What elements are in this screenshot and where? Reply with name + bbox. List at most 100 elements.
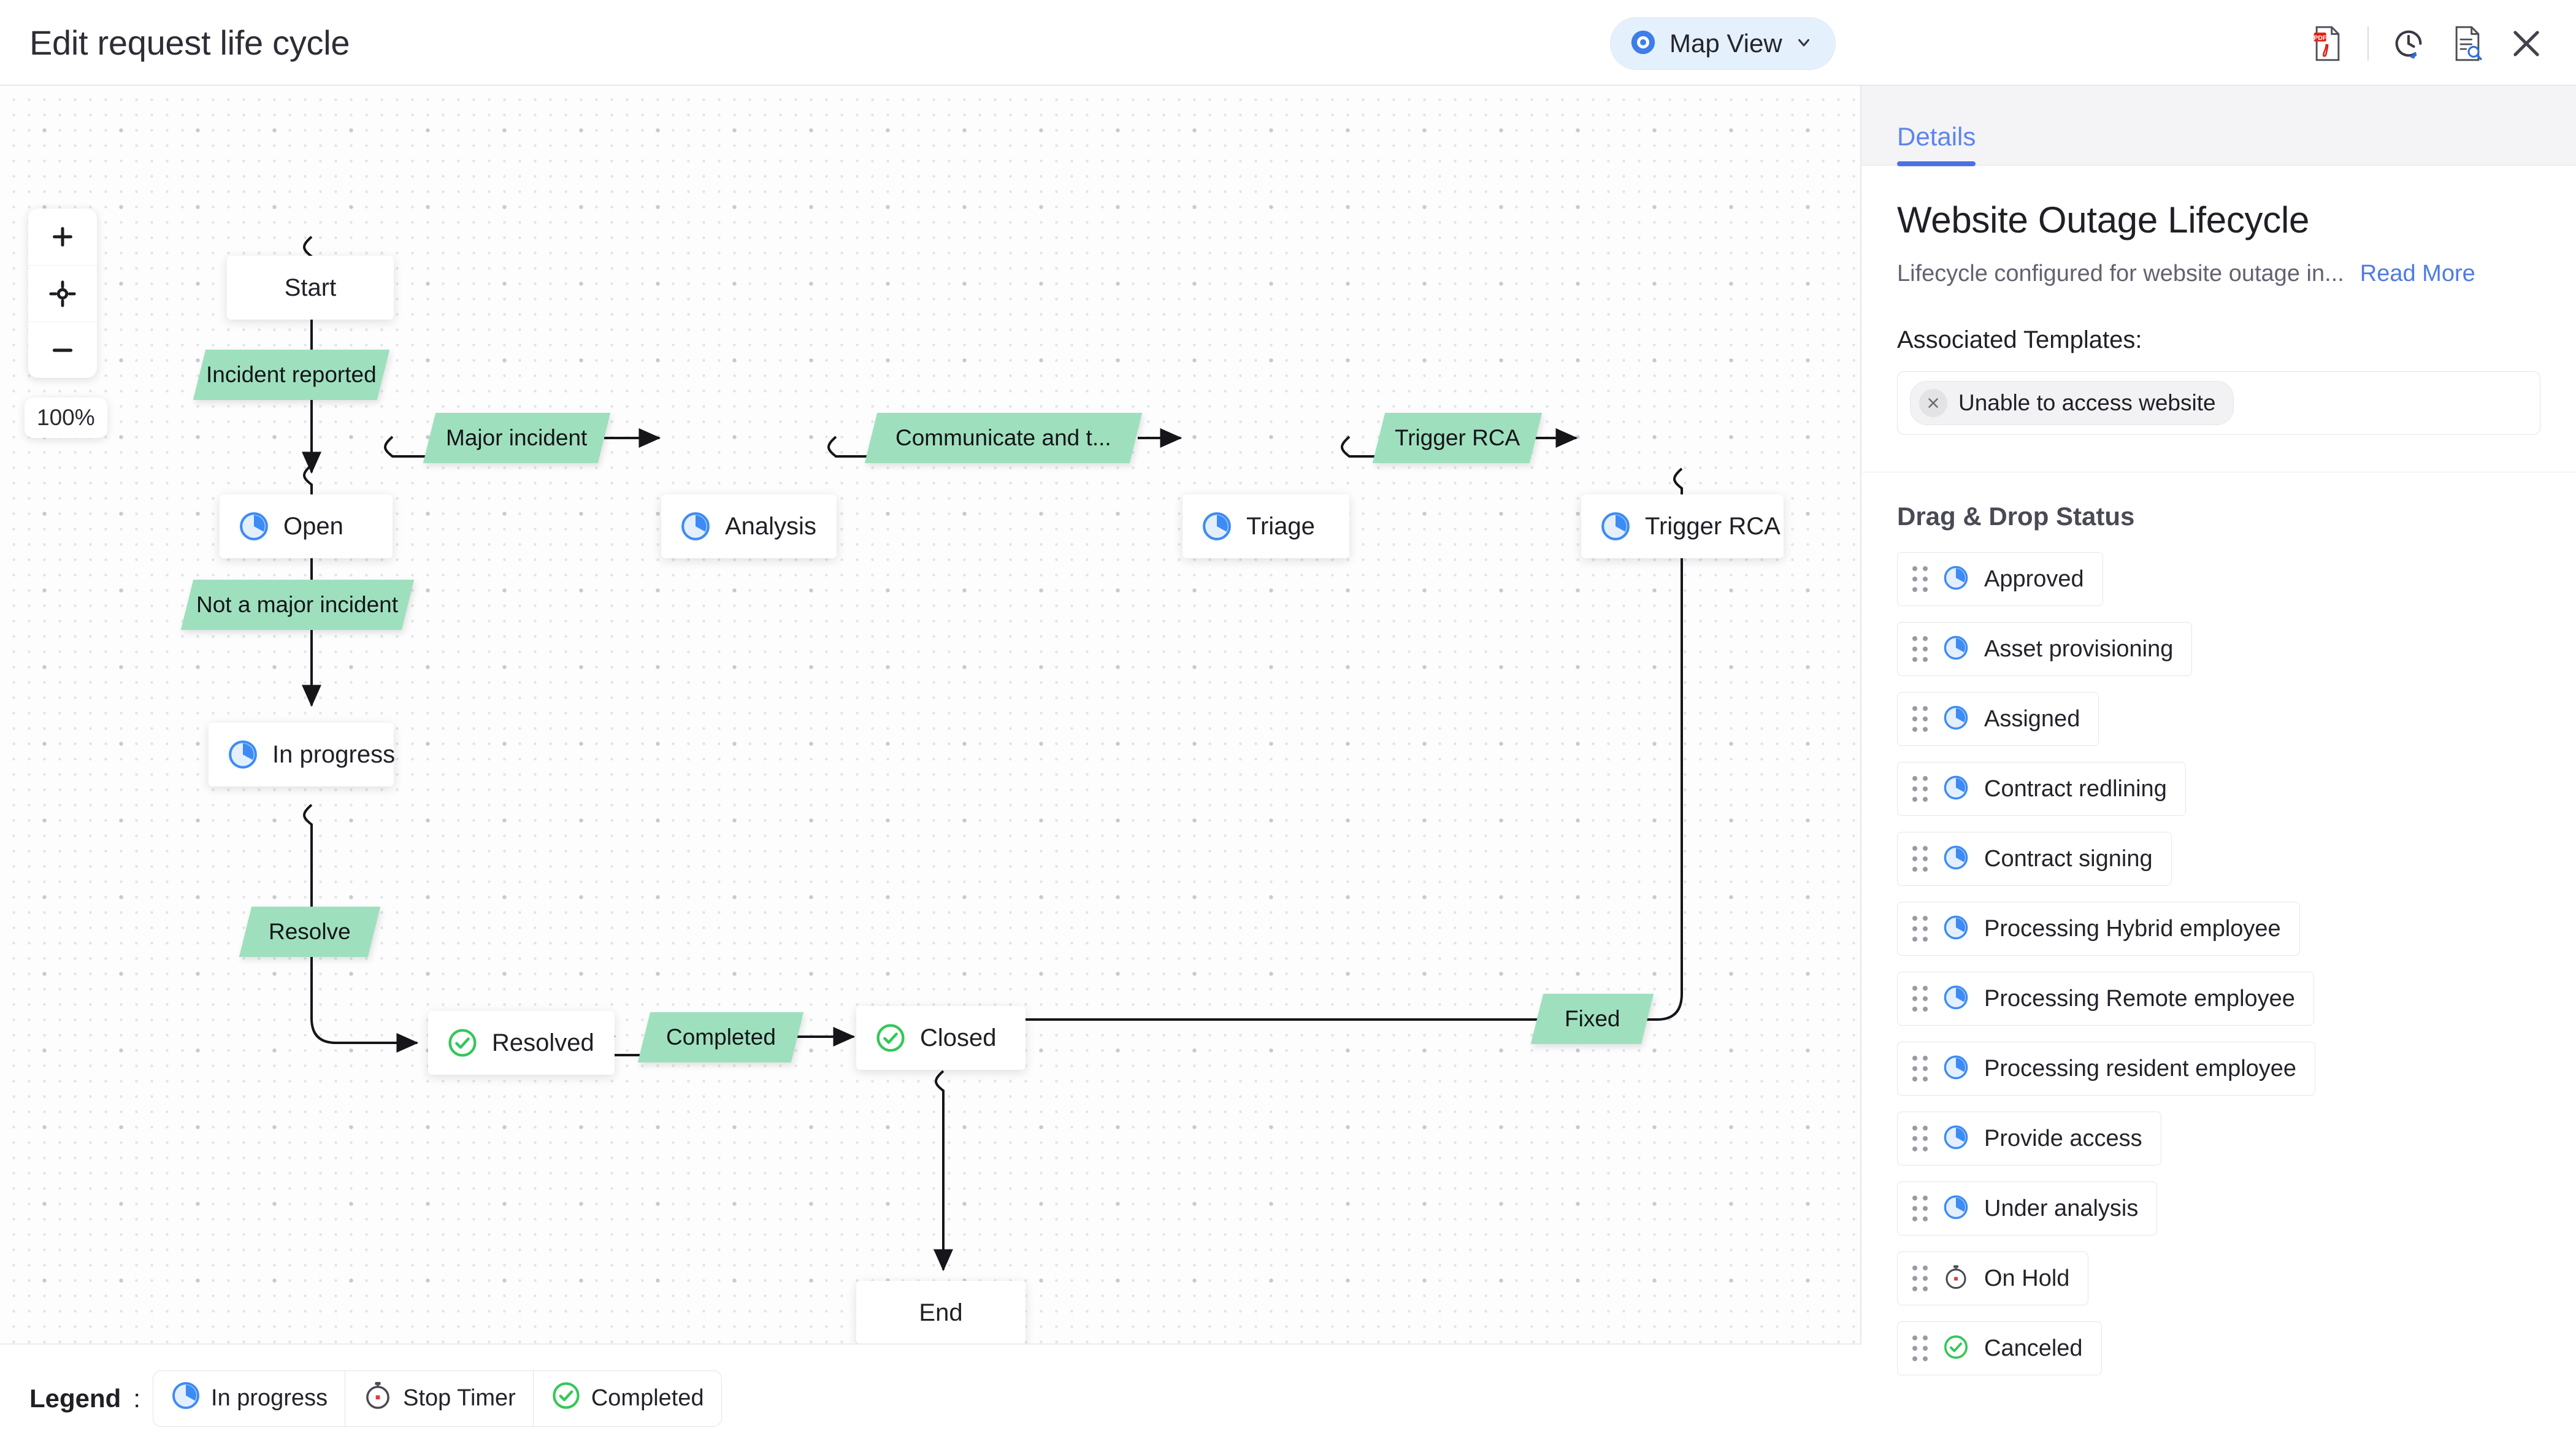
- zoom-out-button[interactable]: [28, 321, 97, 378]
- status-item-label: Contract signing: [1984, 845, 2153, 872]
- node-label: End: [919, 1299, 963, 1326]
- drag-handle-icon[interactable]: [1912, 1335, 1928, 1361]
- drag-handle-icon[interactable]: [1912, 636, 1928, 662]
- status-item-label: Approved: [1984, 566, 2084, 592]
- page-title: Edit request life cycle: [29, 23, 350, 62]
- drag-handle-icon[interactable]: [1912, 1056, 1928, 1081]
- node-open[interactable]: Open: [220, 494, 393, 558]
- drag-handle-icon[interactable]: [1912, 916, 1928, 942]
- node-label: Trigger RCA: [1645, 512, 1781, 540]
- status-item-approved[interactable]: Approved: [1897, 552, 2103, 606]
- history-icon[interactable]: [2390, 25, 2428, 63]
- node-resolved[interactable]: Resolved: [428, 1011, 615, 1075]
- zoom-in-button[interactable]: [28, 209, 97, 265]
- drag-handle-icon[interactable]: [1912, 1126, 1928, 1151]
- panel-tab-bar: Details: [1861, 86, 2576, 166]
- transition-trigger-rca[interactable]: Trigger RCA: [1372, 413, 1543, 463]
- in-progress-icon: [1600, 510, 1631, 542]
- status-item-label: Provide access: [1984, 1125, 2142, 1151]
- transition-major-incident[interactable]: Major incident: [423, 413, 611, 463]
- drag-handle-icon[interactable]: [1912, 1266, 1928, 1291]
- in-progress-icon: [1942, 634, 1969, 664]
- canvas-panel-divider: [1860, 86, 1861, 1343]
- template-chip[interactable]: Unable to access website: [1910, 381, 2234, 425]
- lifecycle-title: Website Outage Lifecycle: [1897, 199, 2310, 240]
- status-item-canceled[interactable]: Canceled: [1897, 1321, 2102, 1375]
- zoom-level-label: 100%: [25, 398, 107, 438]
- stop-timer-icon: [362, 1380, 393, 1417]
- transition-communicate[interactable]: Communicate and t...: [864, 413, 1143, 463]
- status-item-label: Processing Remote employee: [1984, 985, 2295, 1012]
- zoom-controls[interactable]: [28, 209, 97, 378]
- drag-handle-icon[interactable]: [1912, 846, 1928, 872]
- tab-details[interactable]: Details: [1897, 122, 1976, 166]
- stop-timer-icon: [1942, 1264, 1969, 1294]
- node-label: Analysis: [725, 512, 816, 540]
- status-item-provide-access[interactable]: Provide access: [1897, 1112, 2161, 1166]
- status-item-label: On Hold: [1984, 1265, 2070, 1291]
- status-item-label: Contract redlining: [1984, 775, 2167, 802]
- completed-icon: [1942, 1334, 1969, 1364]
- status-item-assigned[interactable]: Assigned: [1897, 692, 2099, 746]
- drag-handle-icon[interactable]: [1912, 986, 1928, 1012]
- status-item-on-hold[interactable]: On Hold: [1897, 1251, 2089, 1305]
- legend-item-label: In progress: [211, 1385, 328, 1411]
- drag-handle-icon[interactable]: [1912, 706, 1928, 732]
- transition-completed[interactable]: Completed: [637, 1012, 804, 1062]
- legend-item-label: Stop Timer: [403, 1385, 516, 1411]
- in-progress-icon: [1942, 1054, 1969, 1084]
- node-trigger-rca[interactable]: Trigger RCA: [1581, 494, 1784, 558]
- close-icon[interactable]: [1919, 389, 1947, 417]
- drag-handle-icon[interactable]: [1912, 566, 1928, 592]
- in-progress-icon: [1942, 704, 1969, 734]
- in-progress-icon: [1942, 844, 1969, 874]
- in-progress-icon: [680, 510, 711, 542]
- document-search-icon[interactable]: [2448, 25, 2486, 63]
- status-item-contract-signing[interactable]: Contract signing: [1897, 832, 2172, 886]
- map-view-label: Map View: [1669, 29, 1782, 58]
- status-item-processing-remote-employee[interactable]: Processing Remote employee: [1897, 972, 2314, 1026]
- lifecycle-canvas[interactable]: 100% Start Open Analysis Triage: [0, 86, 1861, 1343]
- status-item-processing-resident-employee[interactable]: Processing resident employee: [1897, 1042, 2316, 1096]
- close-icon[interactable]: [2507, 25, 2545, 63]
- map-view-dropdown[interactable]: Map View: [1610, 17, 1836, 70]
- node-triage[interactable]: Triage: [1183, 494, 1349, 558]
- node-analysis[interactable]: Analysis: [661, 494, 837, 558]
- node-end[interactable]: End: [856, 1281, 1025, 1343]
- status-item-under-analysis[interactable]: Under analysis: [1897, 1181, 2158, 1235]
- read-more-link[interactable]: Read More: [2359, 261, 2475, 286]
- transition-resolve[interactable]: Resolve: [239, 907, 381, 957]
- transition-not-major-incident[interactable]: Not a major incident: [180, 580, 415, 630]
- legend-label: Legend: [29, 1383, 121, 1413]
- in-progress-icon: [1942, 914, 1969, 944]
- node-in-progress[interactable]: In progress: [209, 723, 396, 786]
- associated-templates-box[interactable]: Unable to access website: [1897, 371, 2540, 435]
- drag-handle-icon[interactable]: [1912, 776, 1928, 802]
- completed-icon: [551, 1380, 581, 1417]
- node-label: Closed: [920, 1024, 997, 1051]
- recenter-target-icon[interactable]: [28, 265, 97, 321]
- in-progress-icon: [1942, 1194, 1969, 1224]
- status-item-contract-redlining[interactable]: Contract redlining: [1897, 762, 2186, 816]
- node-label: Start: [284, 274, 337, 301]
- transition-incident-reported[interactable]: Incident reported: [193, 350, 390, 400]
- node-label: In progress: [272, 740, 396, 768]
- node-closed[interactable]: Closed: [856, 1006, 1025, 1070]
- in-progress-icon: [1942, 774, 1969, 804]
- legend-box: In progress Stop Timer Completed: [153, 1370, 722, 1427]
- associated-templates-label: Associated Templates:: [1897, 326, 2142, 353]
- transition-label: Major incident: [446, 425, 588, 450]
- transition-label: Fixed: [1564, 1006, 1620, 1031]
- transition-fixed[interactable]: Fixed: [1530, 994, 1654, 1044]
- drag-drop-status-title: Drag & Drop Status: [1897, 502, 2135, 531]
- in-progress-icon: [227, 739, 259, 770]
- pdf-export-icon[interactable]: PDF: [2309, 25, 2347, 63]
- status-item-label: Canceled: [1984, 1335, 2083, 1361]
- status-item-processing-hybrid-employee[interactable]: Processing Hybrid employee: [1897, 902, 2300, 956]
- status-item-label: Assigned: [1984, 705, 2080, 732]
- drag-handle-icon[interactable]: [1912, 1196, 1928, 1221]
- node-start[interactable]: Start: [227, 256, 394, 320]
- lifecycle-description-row: Lifecycle configured for website outage …: [1897, 261, 2540, 287]
- status-item-asset-provisioning[interactable]: Asset provisioning: [1897, 622, 2193, 676]
- status-item-label: Asset provisioning: [1984, 636, 2174, 662]
